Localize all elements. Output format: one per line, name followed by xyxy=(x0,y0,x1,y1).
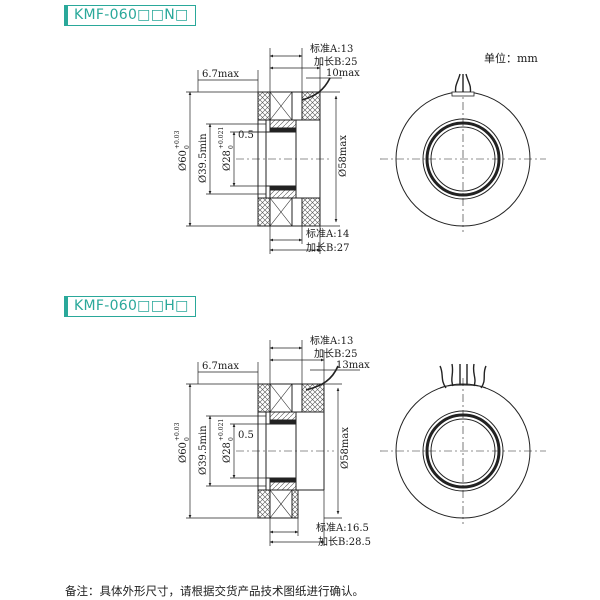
bore-tol-lower: 0 xyxy=(228,437,235,441)
std-a-label: 标准A:13 xyxy=(310,335,353,347)
od-tol-upper: +0.03 xyxy=(174,130,181,149)
mid-dia-label: Ø39.5min xyxy=(198,425,209,475)
wire-dim-label: 10max xyxy=(326,68,360,79)
bore-label: Ø28 xyxy=(222,442,233,463)
gap-label: 0.5 xyxy=(238,130,254,141)
model-title-n: KMF-060□□N□ xyxy=(64,5,196,26)
unit-label: 单位：mm xyxy=(484,51,538,65)
std-a-bottom-label: 标准A:16.5 xyxy=(316,522,369,534)
bore-tol-upper: +0.021 xyxy=(218,127,225,149)
drawing-kmf-060-h: 标准A:13 加长B:25 6.7max 13max 0.5 Ø60 +0.03… xyxy=(174,335,546,548)
ext-b-bottom-label: 加长B:27 xyxy=(306,242,349,254)
std-a-label: 标准A:13 xyxy=(310,43,353,55)
od-label: Ø60 xyxy=(178,442,189,463)
od-tol-upper: +0.03 xyxy=(174,422,181,441)
drawing-kmf-060-n: 单位：mm xyxy=(174,43,546,254)
od-label: Ø60 xyxy=(178,150,189,171)
bore-tol-lower: 0 xyxy=(228,145,235,149)
side-view xyxy=(236,365,339,519)
ext-b-label: 加长B:25 xyxy=(314,348,357,360)
side-view xyxy=(236,77,332,227)
footer-note: 备注：具体外形尺寸，请根据交货产品技术图纸进行确认。 xyxy=(65,584,364,598)
model-title-h: KMF-060□□H□ xyxy=(64,296,196,317)
wire-dim-label: 13max xyxy=(336,360,370,371)
front-view xyxy=(380,363,546,524)
od-tol-lower: 0 xyxy=(184,437,191,441)
front-view xyxy=(380,73,546,232)
ext-b-label: 加长B:25 xyxy=(314,56,357,68)
dimensions xyxy=(186,48,342,254)
od-tol-lower: 0 xyxy=(184,145,191,149)
bore-tol-upper: +0.021 xyxy=(218,419,225,441)
left-dim-label: 6.7max xyxy=(202,361,239,372)
left-dim-label: 6.7max xyxy=(202,69,239,80)
dimensions xyxy=(186,340,360,546)
mid-dia-label: Ø39.5min xyxy=(198,133,209,183)
right-dia-label: Ø58max xyxy=(338,135,349,177)
ext-b-bottom-label: 加长B:28.5 xyxy=(318,536,371,548)
bore-label: Ø28 xyxy=(222,150,233,171)
std-a-bottom-label: 标准A:14 xyxy=(306,228,349,240)
gap-label: 0.5 xyxy=(238,430,254,441)
right-dia-label: Ø58max xyxy=(340,427,351,469)
